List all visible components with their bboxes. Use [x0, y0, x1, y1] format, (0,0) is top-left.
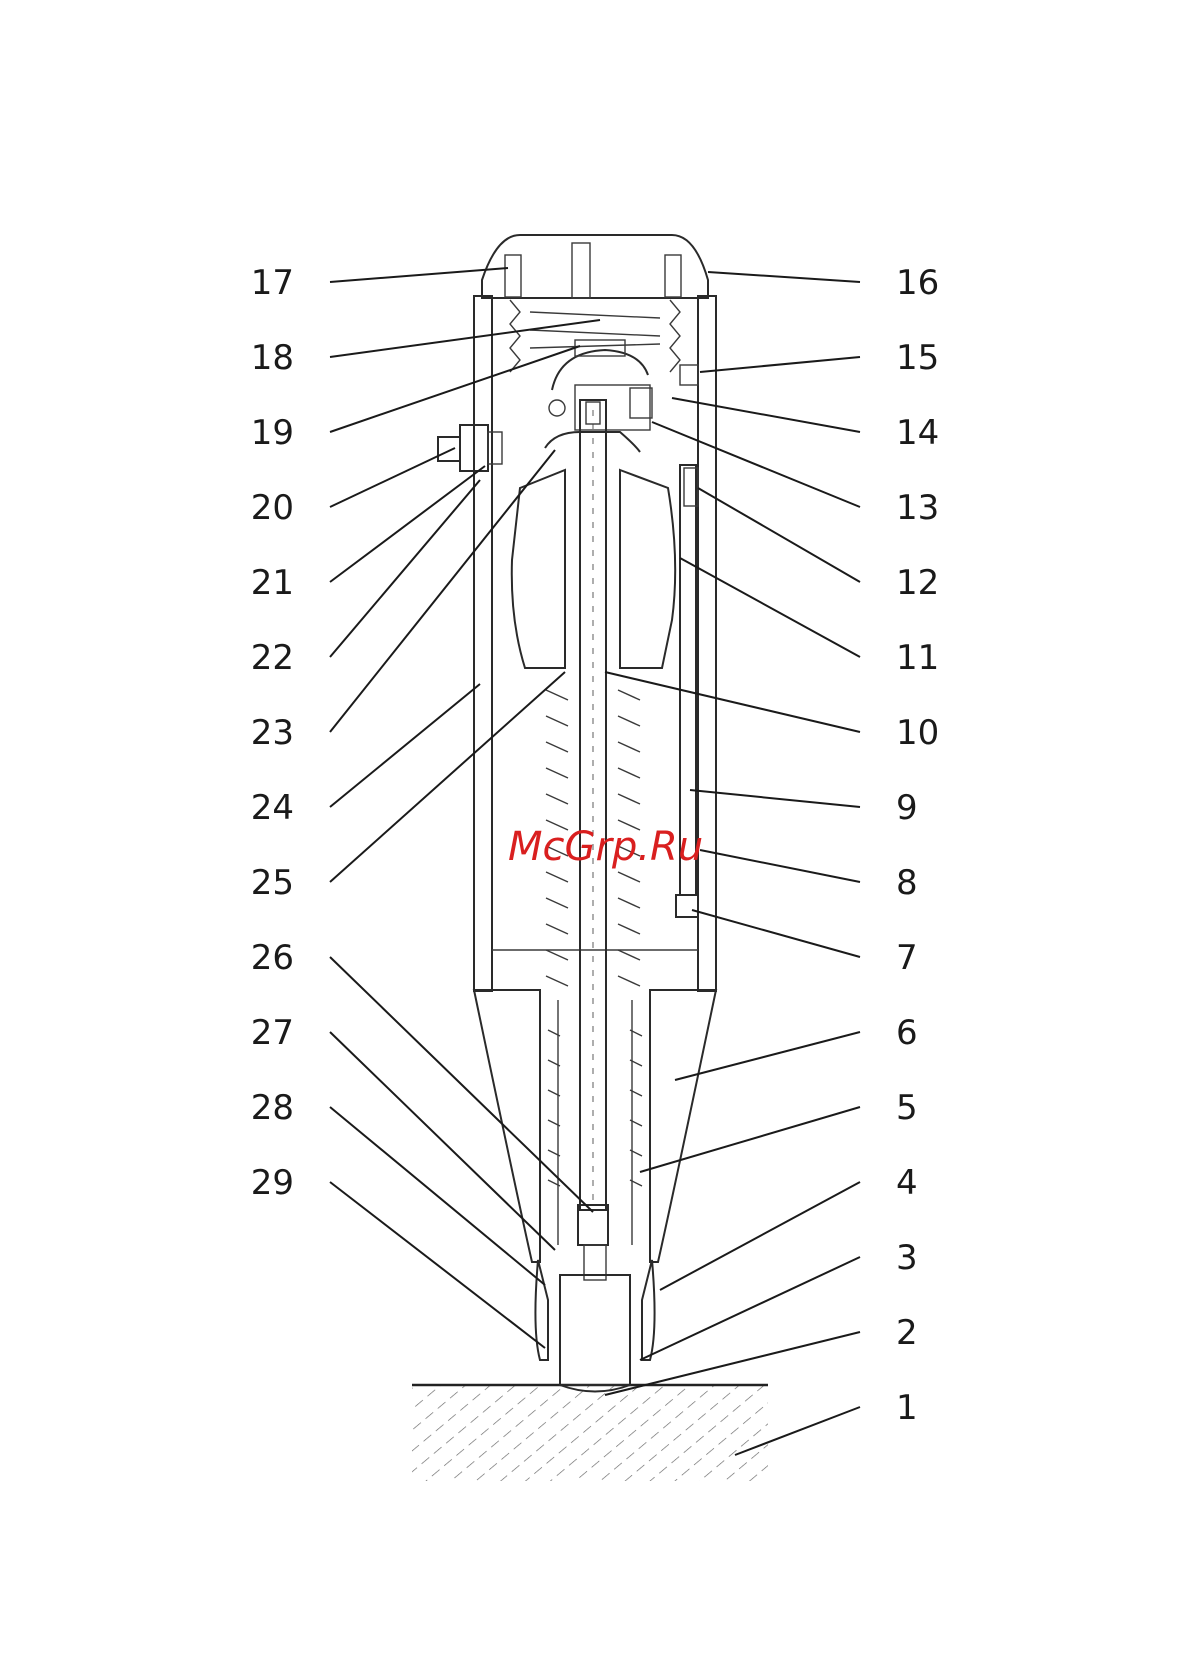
lower-housing — [474, 990, 716, 1262]
leader-line — [700, 850, 860, 882]
leader-line — [330, 320, 600, 357]
tip-assembly — [535, 1205, 654, 1392]
callout-number: 26 — [251, 938, 294, 978]
callout-number: 7 — [896, 938, 918, 978]
callout-number: 10 — [896, 713, 939, 753]
leader-line — [330, 346, 580, 432]
leader-line — [660, 1182, 860, 1290]
leader-line — [692, 910, 860, 957]
callout-number: 21 — [251, 563, 294, 603]
leader-line — [680, 558, 860, 657]
callout-number: 9 — [896, 788, 918, 828]
callout-number: 22 — [251, 638, 294, 678]
callout-number: 8 — [896, 863, 918, 903]
callout-number: 19 — [251, 413, 294, 453]
leader-line — [330, 480, 480, 657]
leader-line — [672, 398, 860, 432]
callout-number: 5 — [896, 1088, 918, 1128]
callout-number: 12 — [896, 563, 939, 603]
callout-number: 25 — [251, 863, 294, 903]
callout-number: 20 — [251, 488, 294, 528]
leader-line — [640, 1107, 860, 1172]
leader-line — [700, 357, 860, 372]
watermark: McGrp.Ru — [508, 824, 703, 870]
callout-number: 13 — [896, 488, 939, 528]
callout-number: 17 — [251, 263, 294, 303]
inner-spring — [548, 1030, 642, 1186]
latch-mechanism — [545, 340, 698, 452]
leader-line — [708, 272, 860, 282]
callout-number: 23 — [251, 713, 294, 753]
callout-number: 24 — [251, 788, 294, 828]
leader-line — [605, 672, 860, 732]
top-cap — [482, 235, 708, 298]
callouts-left: 17 18 19 20 21 22 23 24 25 26 27 28 29 — [251, 263, 600, 1348]
callout-number: 28 — [251, 1088, 294, 1128]
callout-number: 6 — [896, 1013, 918, 1053]
callout-number: 2 — [896, 1313, 918, 1353]
callout-number: 14 — [896, 413, 939, 453]
callout-number: 29 — [251, 1163, 294, 1203]
callout-number: 16 — [896, 263, 939, 303]
leader-line — [698, 488, 860, 582]
callout-number: 1 — [896, 1388, 918, 1428]
callout-number: 11 — [896, 638, 939, 678]
leader-line — [330, 450, 555, 732]
callout-number: 3 — [896, 1238, 918, 1278]
leader-line — [330, 957, 593, 1212]
callout-number: 18 — [251, 338, 294, 378]
callout-number: 27 — [251, 1013, 294, 1053]
leader-line — [640, 1257, 860, 1360]
callout-number: 4 — [896, 1163, 918, 1203]
test-surface — [412, 1385, 768, 1481]
leader-line — [330, 448, 455, 507]
callout-number: 15 — [896, 338, 939, 378]
leader-line — [330, 1182, 545, 1348]
guide-rod — [580, 400, 606, 1210]
